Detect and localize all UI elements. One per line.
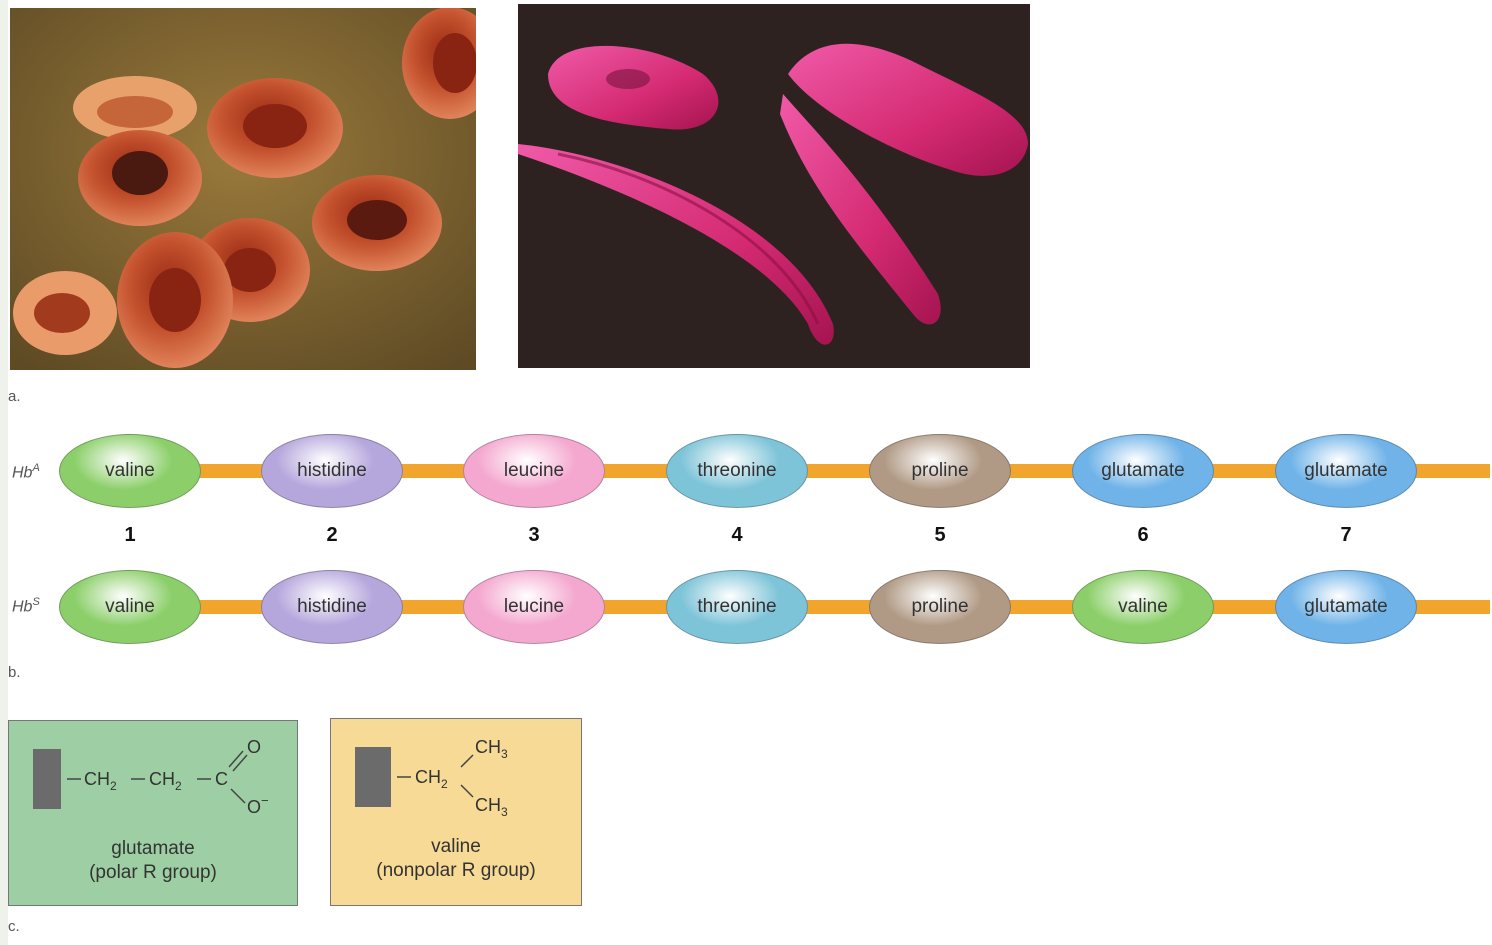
position-number: 2 xyxy=(326,524,338,546)
svg-text:O: O xyxy=(247,737,261,757)
svg-text:CH2: CH2 xyxy=(84,769,117,793)
residue-threonine: threonine xyxy=(666,434,808,508)
peptide-bond xyxy=(1007,464,1076,478)
svg-text:CH3: CH3 xyxy=(475,737,508,761)
peptide-bond xyxy=(804,464,873,478)
backbone-block xyxy=(33,749,61,809)
rbc-disc xyxy=(207,78,343,178)
glutamate-structure-box: CH2 CH2 C O O− glutamate (polar R group) xyxy=(8,720,298,906)
svg-text:CH2: CH2 xyxy=(415,767,448,791)
peptide-bond xyxy=(399,600,467,614)
rbc-disc xyxy=(117,232,233,368)
residue-leucine: leucine xyxy=(463,570,605,644)
position-number: 7 xyxy=(1340,524,1352,546)
valine-structure-box: CH2 CH3 CH3 valine (nonpolar R group) xyxy=(330,718,582,906)
peptide-bond xyxy=(399,464,467,478)
hb-a-chain: HbA valine histidine leucine threonine proli… xyxy=(0,430,1492,510)
residue-proline: proline xyxy=(869,434,1011,508)
residue-valine: valine xyxy=(59,570,201,644)
rbc-disc xyxy=(312,175,442,271)
svg-text:CH3: CH3 xyxy=(475,795,508,819)
valine-name: valine xyxy=(431,836,481,857)
sickle-cell xyxy=(780,94,941,325)
residue-glutamate: glutamate xyxy=(1275,570,1417,644)
page-edge-strip xyxy=(0,0,8,945)
peptide-bond xyxy=(601,464,670,478)
backbone-block xyxy=(355,747,391,807)
position-number: 1 xyxy=(124,524,136,546)
position-number: 4 xyxy=(731,524,743,546)
peptide-bond xyxy=(601,600,670,614)
residue-proline: proline xyxy=(869,570,1011,644)
residue-valine: valine xyxy=(1072,570,1214,644)
residue-glutamate: glutamate xyxy=(1275,434,1417,508)
svg-text:C: C xyxy=(215,769,228,789)
position-number: 5 xyxy=(934,524,946,546)
hb-s-chain: HbS valine histidine leucine threonine proli… xyxy=(0,566,1492,646)
glutamate-name: glutamate xyxy=(111,838,195,859)
residue-threonine: threonine xyxy=(666,570,808,644)
panel-label-a: a. xyxy=(8,388,21,405)
hb-s-label: HbS xyxy=(12,596,40,616)
hb-a-label: HbA xyxy=(12,462,40,482)
position-number: 6 xyxy=(1137,524,1149,546)
panel-label-c: c. xyxy=(8,918,20,935)
sickle-cell xyxy=(518,144,834,345)
peptide-bond xyxy=(1007,600,1076,614)
rbc-disc xyxy=(402,8,476,119)
peptide-bond xyxy=(1210,600,1279,614)
residue-leucine: leucine xyxy=(463,434,605,508)
valine-group-type: (nonpolar R group) xyxy=(376,860,536,881)
sickle-cells-photo xyxy=(518,4,1030,368)
rbc-disc xyxy=(73,76,197,140)
peptide-bond xyxy=(1210,464,1279,478)
glutamate-group-type: (polar R group) xyxy=(89,862,217,883)
peptide-bond xyxy=(1413,464,1490,478)
residue-histidine: histidine xyxy=(261,434,403,508)
normal-red-blood-cells-photo xyxy=(10,8,476,370)
glutamate-structure-diagram: CH2 CH2 C O O− xyxy=(33,737,269,817)
residue-valine: valine xyxy=(59,434,201,508)
svg-text:CH2: CH2 xyxy=(149,769,182,793)
rbc-disc xyxy=(13,271,117,355)
residue-histidine: histidine xyxy=(261,570,403,644)
sickle-cell xyxy=(548,45,719,130)
svg-text:O−: O− xyxy=(247,793,269,817)
rbc-disc xyxy=(78,130,202,226)
valine-structure-diagram: CH2 CH3 CH3 xyxy=(355,737,508,819)
position-number: 3 xyxy=(528,524,540,546)
peptide-bond xyxy=(197,600,265,614)
peptide-bond xyxy=(1413,600,1490,614)
residue-glutamate: glutamate xyxy=(1072,434,1214,508)
sickle-cell xyxy=(788,43,1028,176)
peptide-bond xyxy=(804,600,873,614)
panel-label-b: b. xyxy=(8,664,21,681)
peptide-bond xyxy=(197,464,265,478)
